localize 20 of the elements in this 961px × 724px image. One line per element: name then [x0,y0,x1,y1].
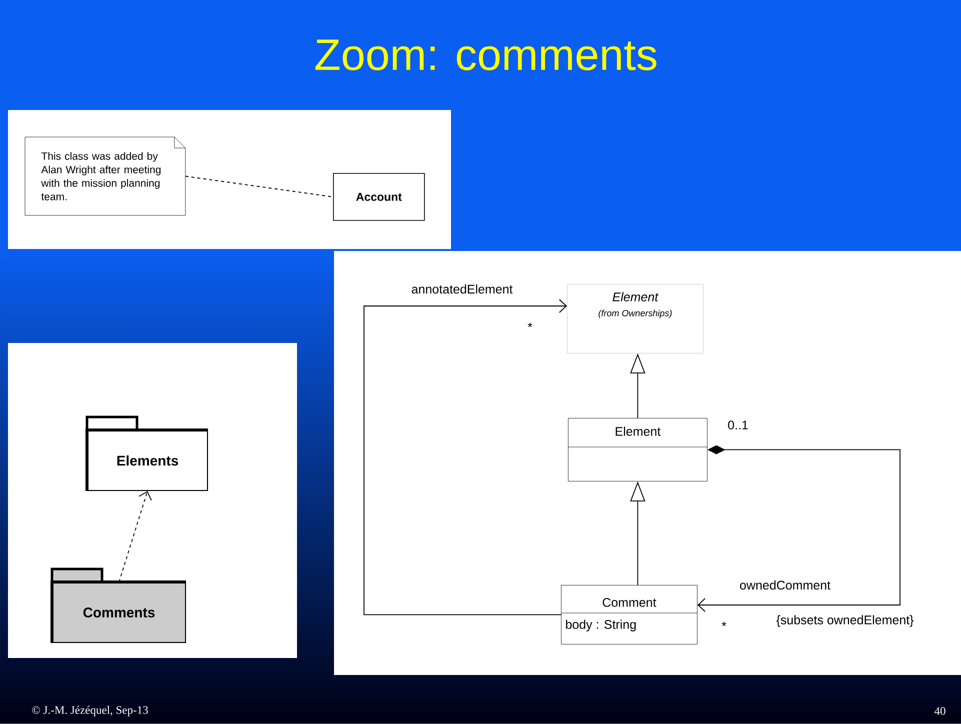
constraint-label: {subsets ownedElement} [776,615,914,627]
package-box: Elements [86,416,208,491]
edge-label: ownedComment [738,579,832,591]
edge-label: annotatedElement [410,283,514,295]
package-box: Comments [50,568,186,643]
page-number: 40 [934,707,946,715]
note-box: This class was added by Alan Wright after meeting with the mission planning team. [24,136,186,216]
class-box: Comment body : String [560,585,698,644]
slide-title: Zoom: comments [315,40,656,70]
multiplicity-label: * [722,622,726,626]
connector-line [184,176,334,198]
footer-text: © J.-M. Jézéquel, Sep-13 [32,706,148,716]
composition-arrow [697,445,900,612]
class-box: Element [568,418,708,482]
multiplicity-label: * [528,322,532,328]
multiplicity-label: 0..1 [728,420,748,430]
arrow [364,299,567,616]
class-box: Account [333,173,425,221]
arrow [118,491,152,582]
class-box: Element (from Ownerships) [567,284,704,354]
